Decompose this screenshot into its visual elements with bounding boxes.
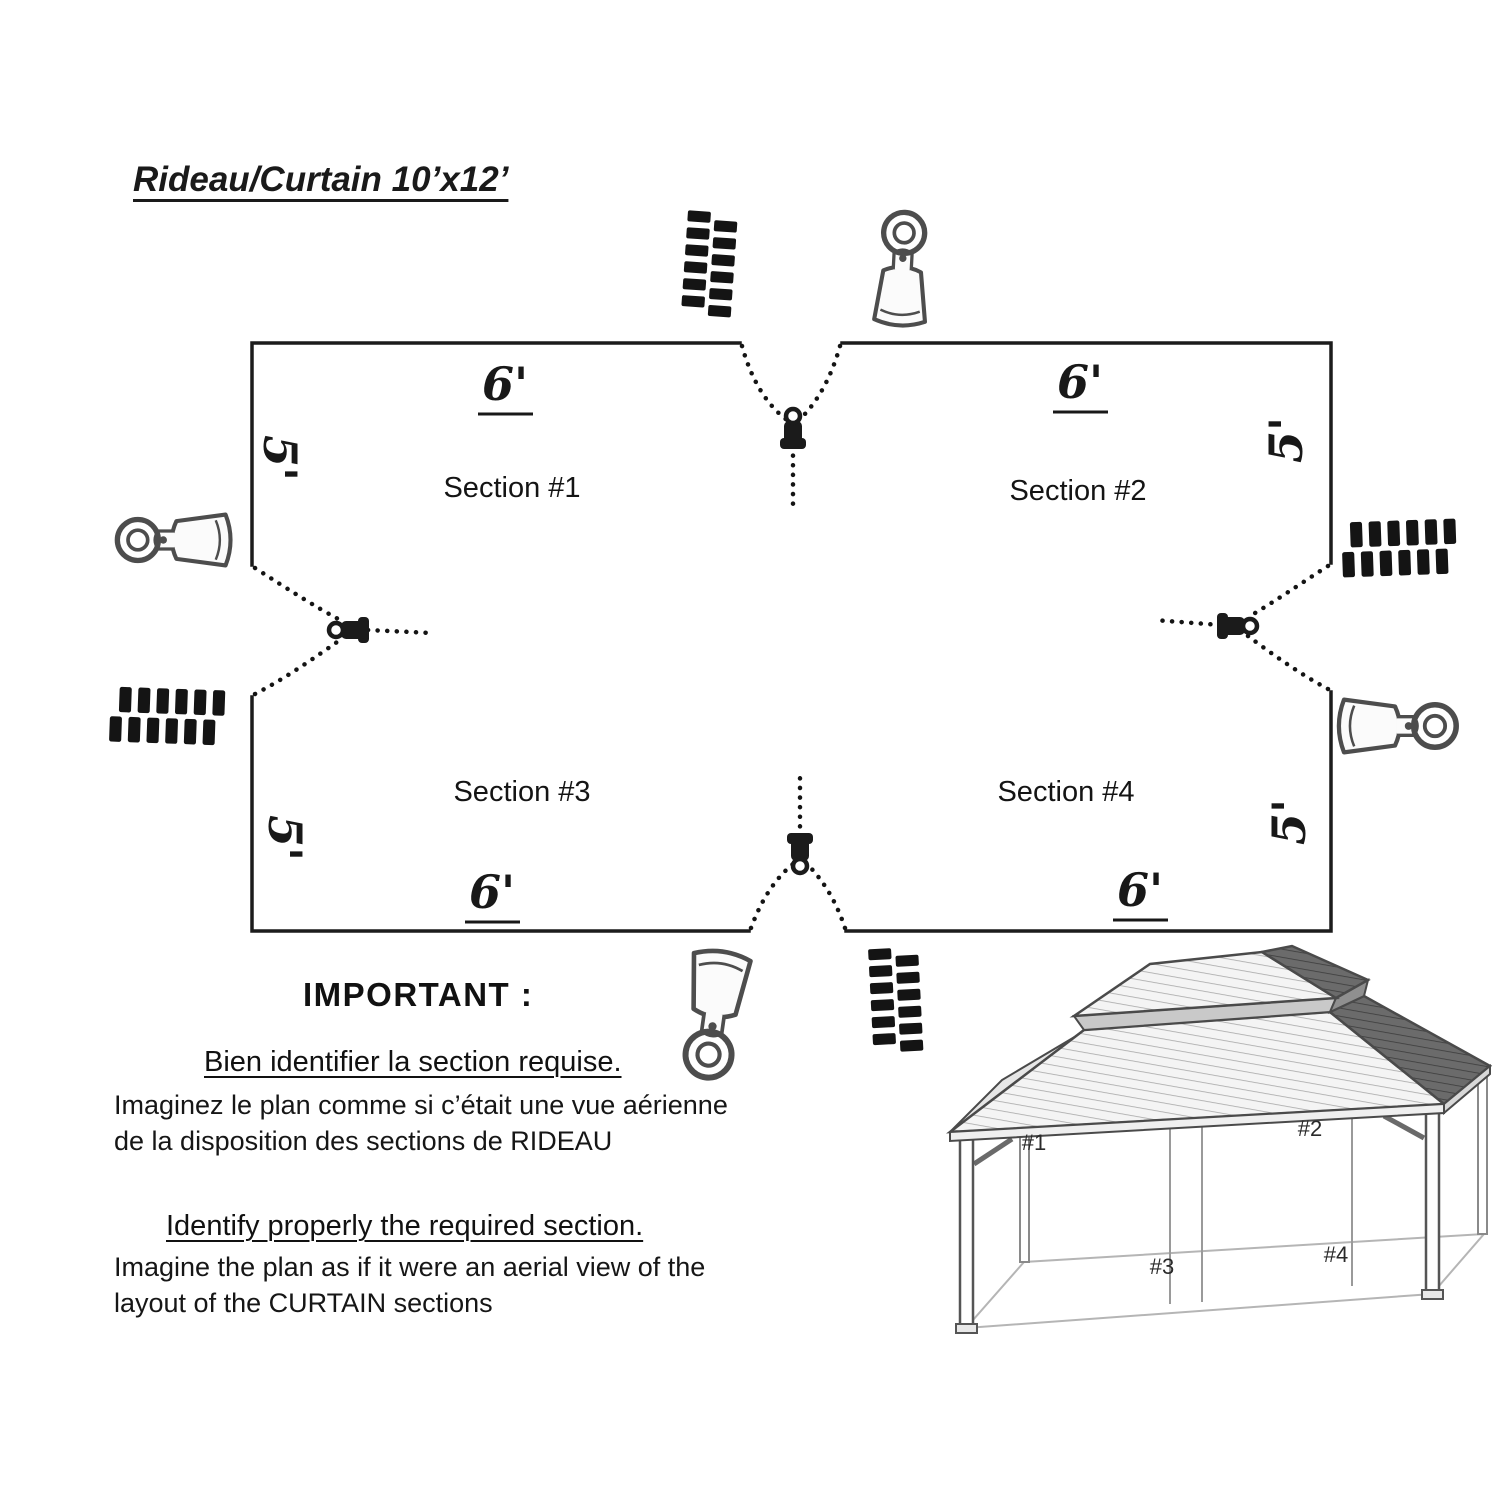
gazebo-illustration: #1 #2 #3 #4 bbox=[945, 944, 1493, 1334]
corner-brace bbox=[1382, 1113, 1426, 1141]
french-instruction-line-1: Imaginez le plan comme si c’était une vu… bbox=[114, 1090, 728, 1120]
gazebo-front-left-post bbox=[958, 1134, 975, 1330]
section-2-label: Section #2 bbox=[1009, 475, 1146, 507]
section-3-width-label: 6' bbox=[469, 865, 515, 919]
zipper-teeth-icon-right bbox=[1341, 518, 1458, 578]
gazebo-label-3: #3 bbox=[1150, 1254, 1174, 1279]
zipper-pull-icon-top bbox=[874, 211, 931, 327]
zipper-slider-icon bbox=[329, 617, 369, 643]
zipper-pull-icon-right bbox=[1339, 700, 1456, 753]
section-2-height-label: 5' bbox=[1259, 417, 1313, 463]
section-2-width-label: 6' bbox=[1057, 355, 1103, 409]
corner-brace bbox=[972, 1136, 1014, 1167]
section-3-label: Section #3 bbox=[453, 776, 590, 808]
zipper-junction-left bbox=[252, 565, 435, 697]
zipper-slider-icon bbox=[787, 833, 813, 873]
post-base bbox=[955, 1323, 978, 1334]
right-fascia bbox=[1443, 1063, 1491, 1116]
gazebo-label-1: #1 bbox=[1022, 1130, 1046, 1155]
gazebo-label-2: #2 bbox=[1298, 1116, 1322, 1141]
section-4-width-label: 6' bbox=[1117, 863, 1163, 917]
upper-roof-right-face bbox=[1258, 944, 1371, 1000]
zipper-slider-icon bbox=[1217, 613, 1257, 639]
zipper-pull-icon-left bbox=[117, 515, 230, 566]
zipper-teeth-icon-left bbox=[109, 686, 226, 746]
section-4-height-label: 5' bbox=[1262, 799, 1316, 845]
page-title: Rideau/Curtain 10’x12’ bbox=[133, 160, 509, 199]
gazebo-floor bbox=[963, 1232, 1487, 1330]
zipper-teeth-icon-top bbox=[680, 210, 738, 318]
english-subheading: Identify properly the required section. bbox=[166, 1210, 644, 1242]
section-3-outline bbox=[250, 695, 751, 933]
gazebo-back-right-post bbox=[1477, 1069, 1488, 1235]
french-instruction-line-2: de la disposition des sections de RIDEAU bbox=[114, 1126, 613, 1156]
zipper-junction-bottom bbox=[748, 771, 848, 931]
post-base bbox=[1421, 1289, 1444, 1300]
zipper-teeth-icon-bottom bbox=[868, 946, 924, 1054]
important-heading: IMPORTANT : bbox=[303, 976, 534, 1013]
section-1-outline bbox=[250, 341, 742, 567]
zipper-slider-icon bbox=[780, 409, 806, 449]
section-1-width-label: 6' bbox=[482, 357, 528, 411]
zipper-junction-top bbox=[739, 343, 843, 509]
section-1-label: Section #1 bbox=[443, 472, 580, 504]
english-instruction-line-2: layout of the CURTAIN sections bbox=[114, 1288, 493, 1318]
gazebo-front-right-post bbox=[1424, 1108, 1441, 1296]
section-4-outline bbox=[844, 690, 1333, 933]
english-instruction-line-1: Imagine the plan as if it were an aerial… bbox=[114, 1252, 706, 1282]
zipper-pull-icon-bottom bbox=[677, 948, 751, 1082]
section-3-height-label: 5' bbox=[258, 815, 312, 861]
section-2-outline bbox=[840, 341, 1333, 565]
zipper-junction-right bbox=[1151, 563, 1331, 692]
section-4-label: Section #4 bbox=[997, 776, 1134, 808]
section-1-height-label: 5' bbox=[253, 435, 307, 481]
french-subheading: Bien identifier la section requise. bbox=[204, 1046, 622, 1078]
gazebo-label-4: #4 bbox=[1324, 1242, 1348, 1267]
